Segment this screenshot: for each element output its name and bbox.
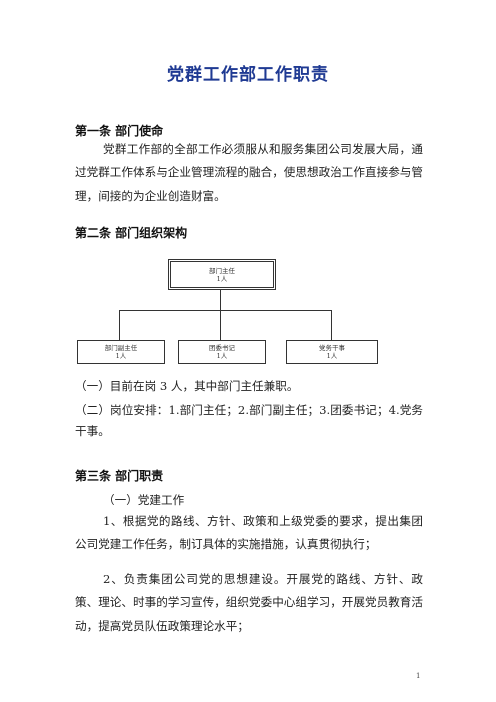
article2-heading: 第二条 部门组织架构 <box>75 226 188 240</box>
org-connector-center <box>220 310 221 340</box>
org-node-count: 1人 <box>216 274 228 283</box>
article1-heading: 第一条 部门使命 <box>75 124 164 138</box>
org-connector-horizontal <box>119 310 332 311</box>
org-node-youth-secretary: 团委书记 1人 <box>178 340 266 364</box>
article2-item1: （一）目前在岗 3 人，其中部门主任兼职。 <box>75 379 299 393</box>
document-title: 党群工作部工作职责 <box>167 65 329 85</box>
page-number: 1 <box>416 672 421 680</box>
org-node-title: 部门副主任 <box>104 344 138 352</box>
org-node-title: 团委书记 <box>209 344 235 352</box>
org-node-title: 部门主任 <box>209 266 235 275</box>
article3-heading: 第三条 部门职责 <box>75 469 164 483</box>
article1-text: 党群工作部的全部工作必须服从和服务集团公司发展大局，通过党群工作体系与企业管理流… <box>75 142 423 203</box>
org-node-director: 部门主任 1人 <box>170 261 274 288</box>
org-connector-vertical <box>220 289 221 310</box>
article2-item2: （二）岗位安排：1.部门主任；2.部门副主任；3.团委书记；4.党务干事。 <box>75 403 423 438</box>
org-node-title: 党务干事 <box>319 344 345 352</box>
org-node-count: 1人 <box>326 352 338 360</box>
org-node-count: 1人 <box>216 352 228 360</box>
org-node-count: 1人 <box>115 352 127 360</box>
article3-sub1: （一）党建工作 <box>103 493 185 507</box>
org-connector-right <box>331 310 332 340</box>
org-node-party-clerk: 党务干事 1人 <box>286 340 378 364</box>
article3-p2: 2、负责集团公司党的思想建设。开展党的路线、方针、政策、理论、时事的学习宣传，组… <box>75 572 423 633</box>
org-connector-left <box>119 310 120 340</box>
org-node-deputy-director: 部门副主任 1人 <box>77 340 165 364</box>
article3-p1: 1、根据党的路线、方针、政策和上级党委的要求，提出集团公司党建工作任务，制订具体… <box>75 514 423 552</box>
